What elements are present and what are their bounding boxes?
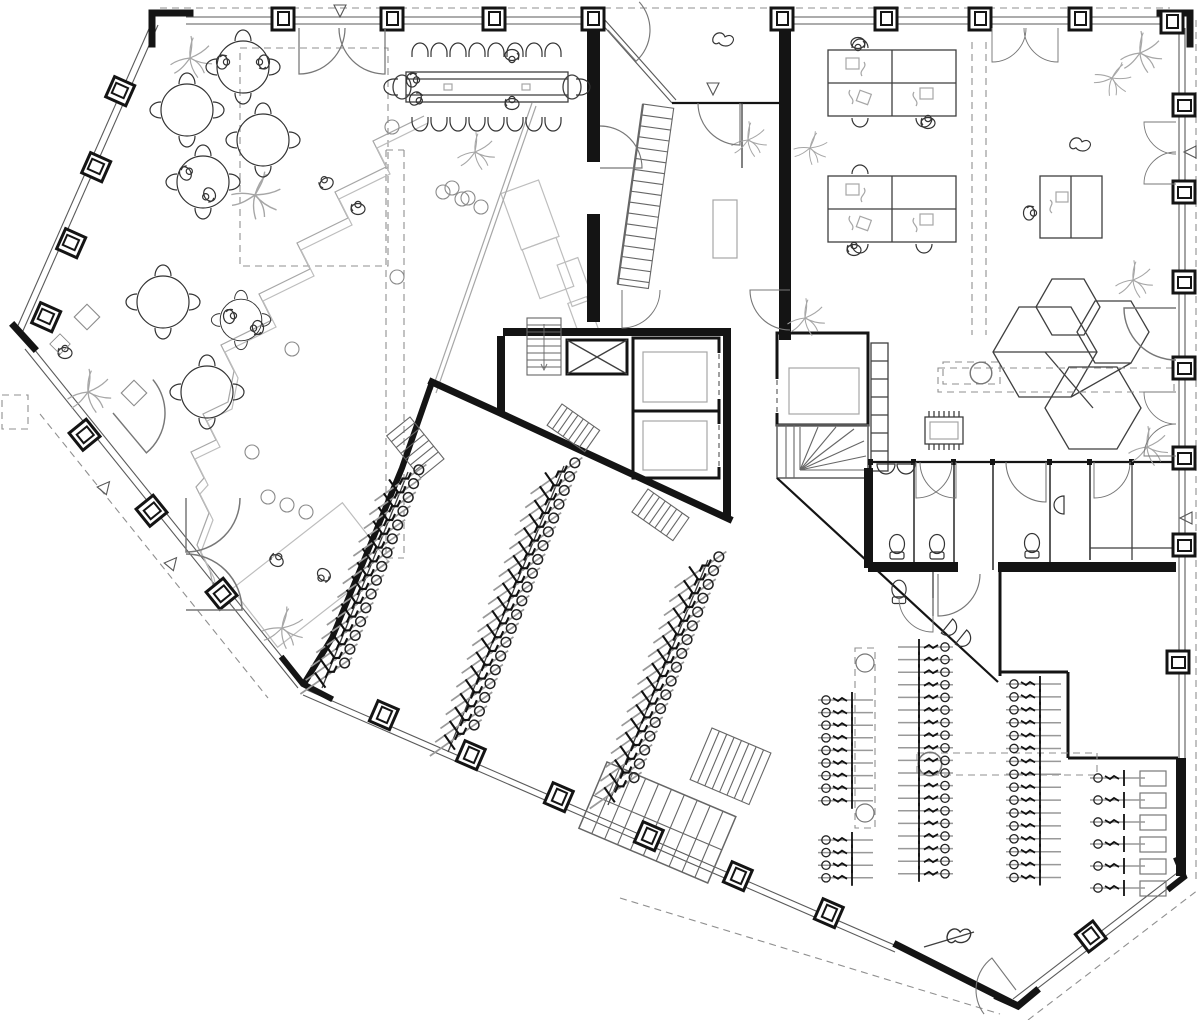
stair-small-1	[546, 403, 601, 453]
birds	[712, 32, 1092, 947]
office-west-wall	[779, 12, 791, 340]
core-diagonal-wall	[776, 477, 999, 683]
hexagon-pods	[992, 278, 1150, 450]
conference-table	[392, 71, 582, 103]
doors	[112, 1, 1177, 1015]
bikes-angled	[294, 448, 733, 818]
right-core	[775, 331, 1001, 683]
storage-room	[998, 572, 1178, 760]
core-stair	[526, 317, 562, 376]
stair-upper-flight	[689, 727, 772, 806]
lounge-dashed-zone	[239, 47, 389, 267]
sinks	[876, 463, 1065, 651]
window-piers	[30, 6, 1197, 954]
stools	[244, 119, 489, 520]
central-core	[300, 317, 734, 687]
shaft-x-box	[565, 338, 629, 376]
glazed-walls	[15, 16, 1186, 1006]
locker-strip	[870, 342, 889, 472]
round-tables	[125, 29, 301, 430]
building-shell	[9, 9, 1194, 1011]
column-band-dashed	[1, 149, 405, 559]
stair-small-3	[385, 416, 445, 479]
winder-stair	[776, 424, 869, 479]
stair-small-2	[631, 488, 690, 542]
canopy-dashed-lines	[39, 7, 1199, 1020]
meeting-chip-table	[924, 411, 964, 450]
side-table	[712, 199, 738, 259]
conference-chairs	[383, 42, 591, 132]
bikes-horizontal	[817, 638, 1146, 897]
cyclist-path	[923, 931, 975, 948]
dashed-equipment-zone	[942, 361, 1001, 385]
solid-wall-segments	[9, 9, 1194, 1011]
entry-stair	[616, 103, 675, 290]
desk-clusters	[827, 38, 957, 254]
bike-hall	[321, 403, 1098, 948]
entrance-vestibule	[587, 12, 791, 340]
hall-floor-mats	[500, 179, 599, 337]
cafe-counter-meander	[190, 115, 429, 608]
bike-hall-north-wall	[427, 377, 734, 524]
office-area	[937, 42, 1175, 450]
pouf-diamonds	[49, 303, 148, 407]
dashed-column-zones	[854, 647, 1098, 829]
corner-desk	[1039, 175, 1103, 239]
bike-lockers	[1139, 770, 1167, 897]
restroom-block	[868, 459, 1178, 616]
stair-main-wide	[577, 761, 737, 884]
elevator-bank	[631, 336, 722, 480]
lounge-rug	[231, 501, 389, 649]
glass-partition	[431, 102, 537, 394]
pods-dashed-band	[937, 367, 1175, 393]
